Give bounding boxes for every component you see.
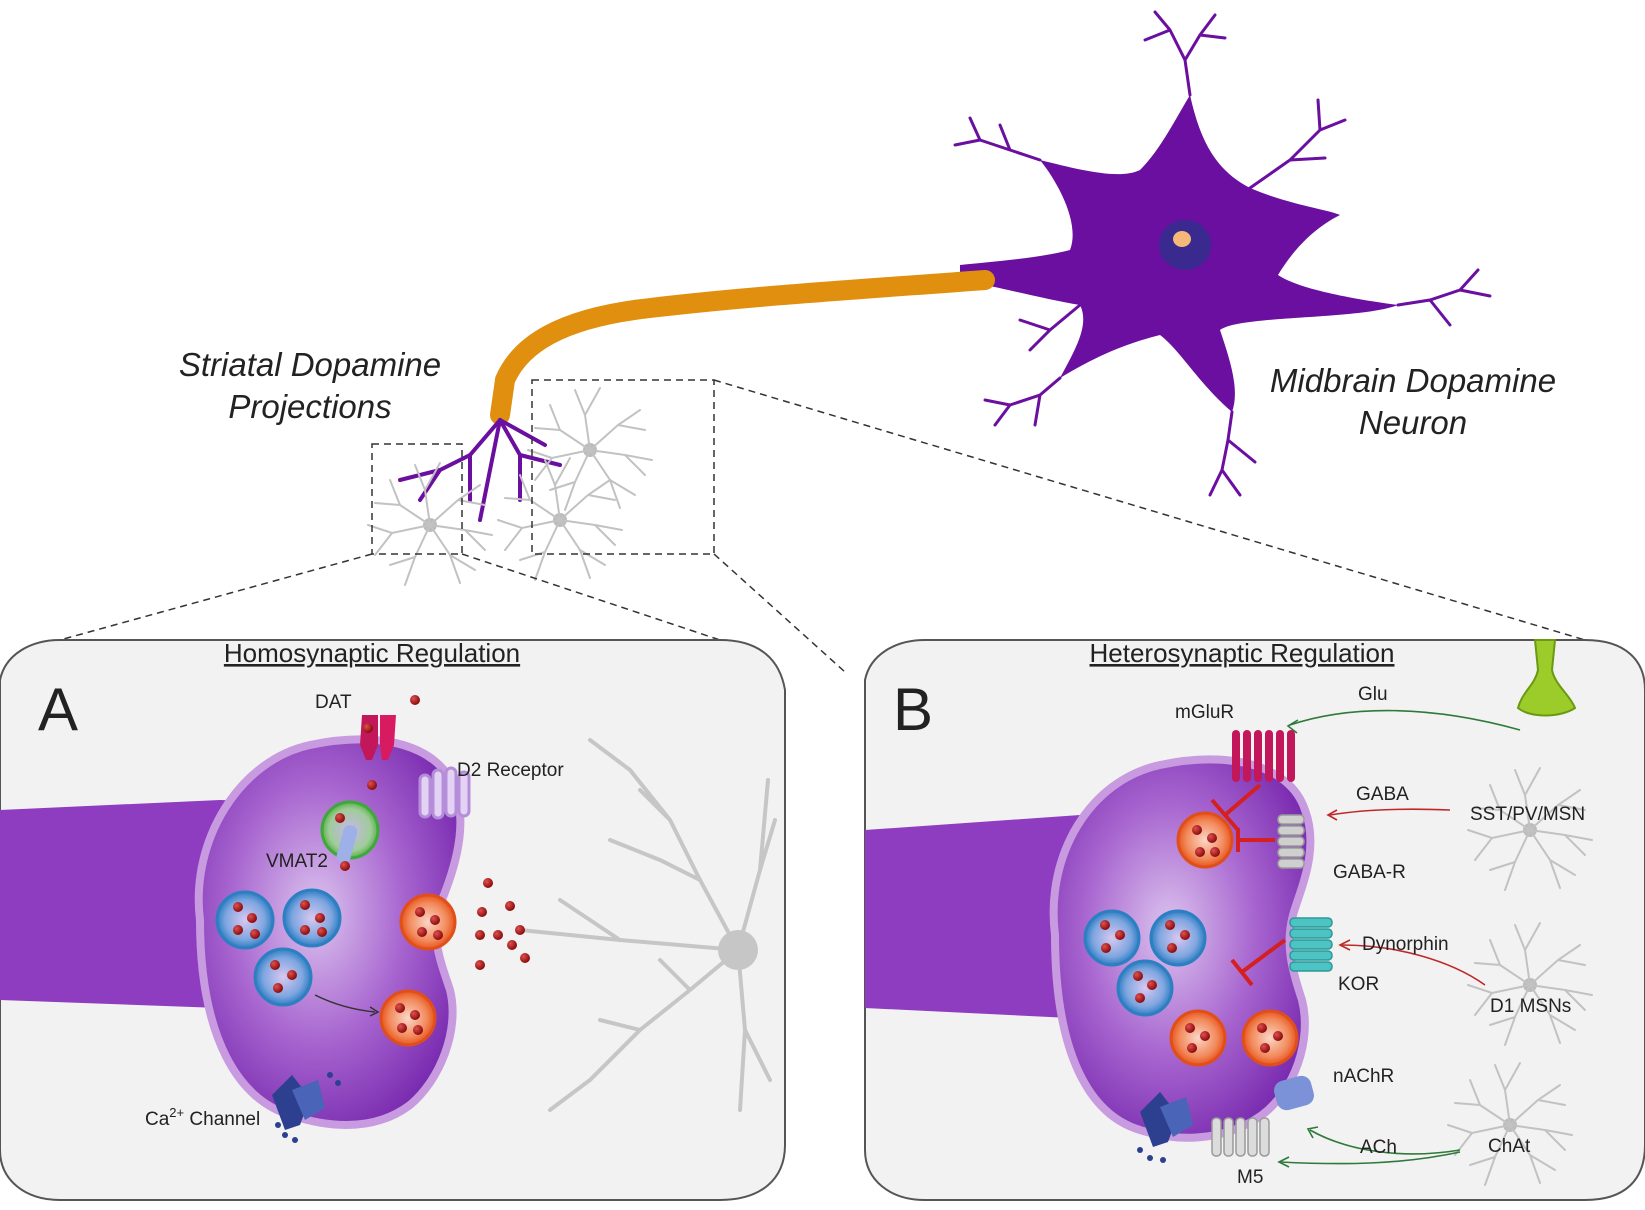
panel-b-letter: B: [893, 676, 933, 743]
vmat2-label: VMAT2: [266, 851, 328, 872]
d1-msn-label: D1 MSNs: [1490, 996, 1571, 1017]
d2-label: D2 Receptor: [457, 760, 564, 781]
ca-channel: [272, 1072, 341, 1143]
zoom-box-a: [371, 443, 463, 555]
midbrain-neuron: [953, 10, 1492, 497]
panel-b-ca-channel: [1137, 1092, 1193, 1163]
panel-a-docked-vesicles: [379, 893, 457, 1047]
m5-label: M5: [1237, 1167, 1263, 1188]
ach-m5-arrow: [1279, 1151, 1461, 1165]
ca-channel-label: Ca2+ Channel: [145, 1105, 260, 1130]
projections-title-line2: Projections: [228, 388, 391, 425]
chat-label: ChAt: [1488, 1136, 1531, 1157]
panel-a-msn: [518, 738, 777, 1112]
zoom-boxes: [59, 379, 1586, 673]
gaba-r-label: GABA-R: [1333, 862, 1406, 883]
ach-arrow: [1309, 1129, 1461, 1155]
panel-a-vmat2-vesicle: [320, 800, 380, 871]
kor-label: KOR: [1338, 974, 1379, 995]
gaba-label: GABA: [1356, 784, 1409, 805]
projections-title-line1: Striatal Dopamine: [179, 346, 441, 383]
dat-label: DAT: [315, 692, 352, 713]
neuromodulator-arrows: [1277, 709, 1521, 1168]
neuron-dendrites: [953, 10, 1492, 497]
panel-b: Heterosynaptic Regulation B mGluR Glu GA…: [864, 638, 1645, 1201]
glutamate-terminal: [1516, 639, 1577, 717]
neuron-title-line2: Neuron: [1359, 404, 1467, 441]
panel-a-letter: A: [38, 676, 78, 743]
striatal-neuron-1: [367, 462, 493, 586]
glu-label: Glu: [1358, 684, 1388, 705]
neuron-title-line1: Midbrain Dopamine: [1270, 362, 1556, 399]
panel-a-title: Homosynaptic Regulation: [224, 638, 520, 668]
mglur-receptor: [1232, 730, 1295, 782]
zoom-box-b: [531, 379, 715, 555]
glu-arrow: [1289, 709, 1521, 731]
gaba-r-receptor: [1277, 814, 1305, 869]
ach-label: ACh: [1360, 1137, 1397, 1158]
d2-receptor: [418, 766, 471, 820]
nachr-receptor: [1274, 1075, 1314, 1111]
panel-b-title: Heterosynaptic Regulation: [1090, 638, 1395, 668]
striatal-neuron-3: [527, 387, 653, 511]
neuron-nucleolus: [1173, 231, 1191, 247]
panel-a-mobilization-arrow: [314, 994, 376, 1013]
inhibition-markers: [1210, 783, 1287, 987]
dynorphin-label: Dynorphin: [1362, 934, 1449, 955]
panel-a: Homosynaptic Regulation A DAT D2 Recepto…: [0, 638, 786, 1201]
striatal-neuron-2: [497, 457, 623, 581]
mglur-label: mGluR: [1175, 702, 1234, 723]
panel-b-vesicles: [1083, 811, 1299, 1067]
gaba-arrow: [1329, 808, 1451, 816]
m5-receptor: [1211, 1117, 1270, 1157]
dat-transporter: [360, 715, 396, 760]
dynorphin-arrow: [1341, 944, 1486, 986]
sst-pv-msn-label: SST/PV/MSN: [1470, 804, 1585, 825]
nachr-label: nAChR: [1333, 1066, 1394, 1087]
panel-a-vesicle-pool: [215, 888, 342, 1007]
kor-receptor: [1289, 917, 1333, 972]
axon: [490, 270, 995, 425]
